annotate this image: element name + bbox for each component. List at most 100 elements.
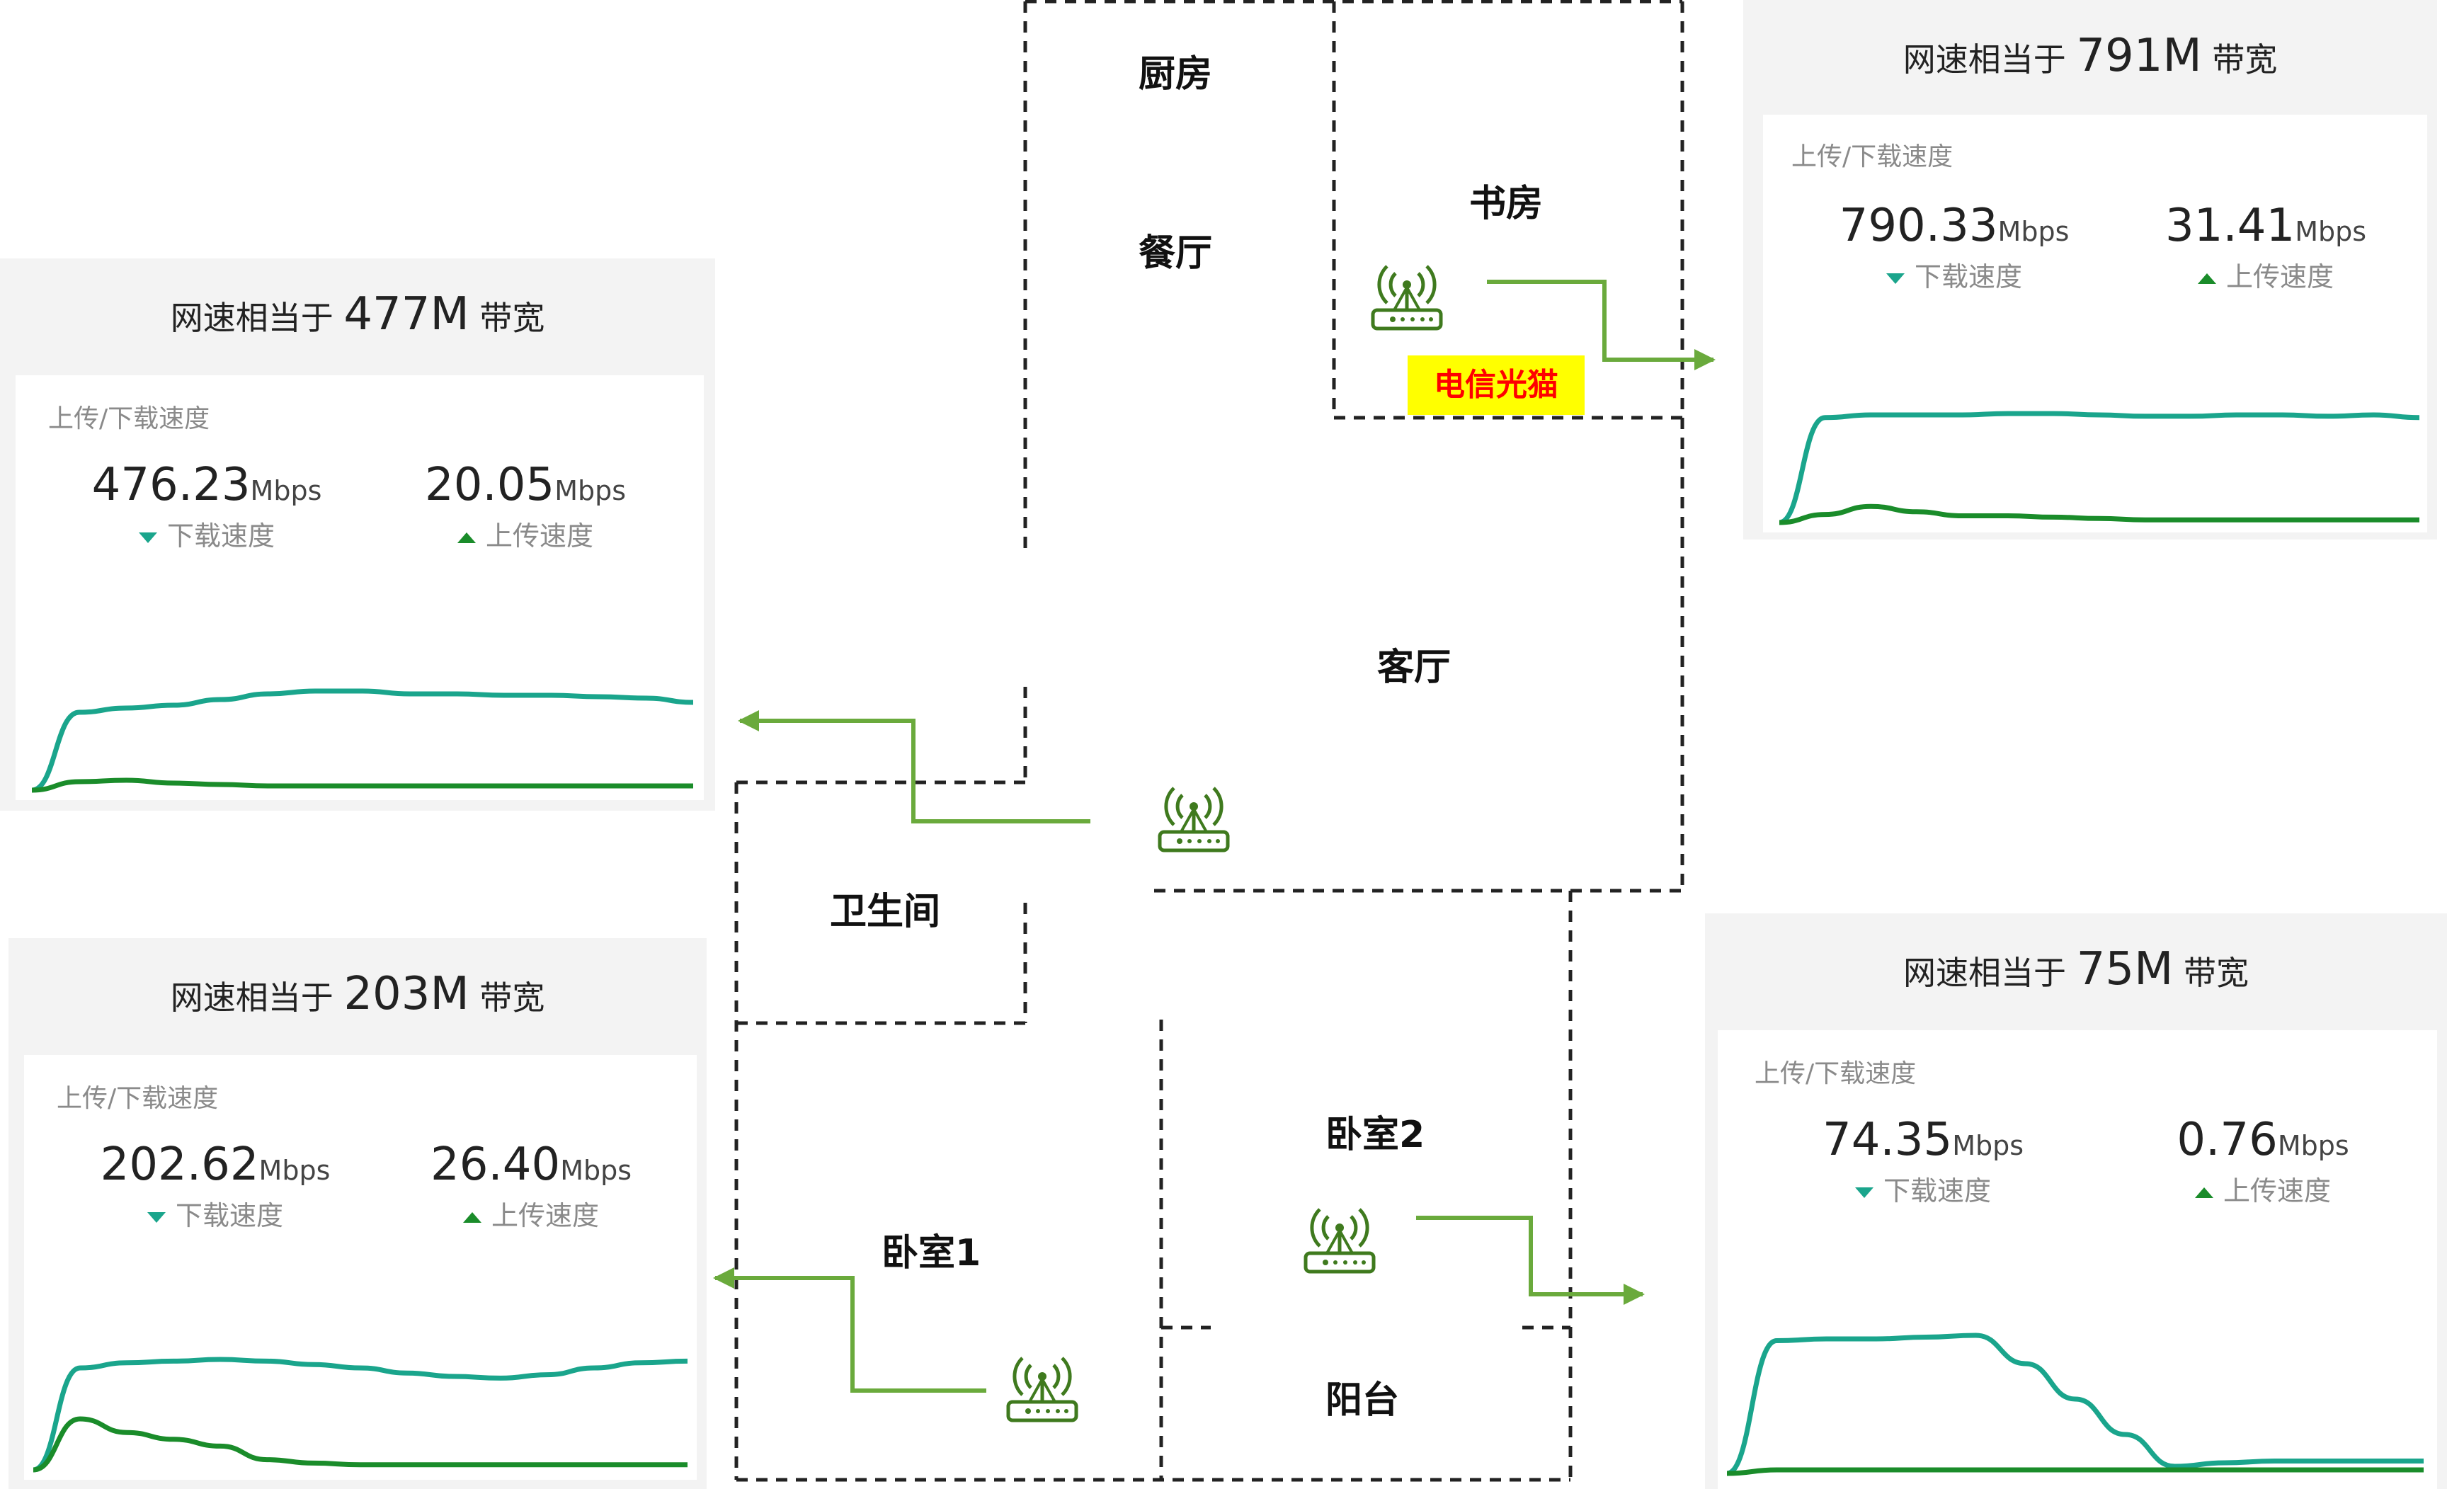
download-stat: 790.33Mbps 下载速度 — [1791, 200, 2117, 294]
card-title-suffix: 带宽 — [479, 299, 545, 337]
upload-stat: 20.05Mbps 上传速度 — [363, 459, 688, 553]
download-speed-line — [33, 1357, 688, 1473]
down-triangle-icon — [1854, 1187, 1873, 1198]
download-caption: 下载速度 — [1883, 1175, 1991, 1206]
download-caption: 下载速度 — [175, 1200, 283, 1231]
wifi-router-icon-living — [1160, 788, 1228, 850]
card-title: 网速相当于 75M 带宽 — [1705, 943, 2447, 995]
room-label-kitchen: 厨房 — [1139, 53, 1213, 96]
upload-speed-line — [1779, 503, 2419, 525]
card-title: 网速相当于 477M 带宽 — [0, 288, 715, 341]
card-title-value: 791M — [2076, 30, 2202, 82]
down-triangle-icon — [1886, 273, 1905, 284]
card-title-value: 203M — [343, 968, 469, 1020]
download-unit: Mbps — [1952, 1130, 2024, 1161]
download-unit: Mbps — [250, 475, 322, 506]
upload-caption: 上传速度 — [485, 520, 593, 552]
download-stat: 74.35Mbps 下载速度 — [1760, 1114, 2086, 1208]
upload-speed-line — [33, 1416, 688, 1473]
upload-value: 26.40 — [430, 1139, 561, 1191]
connection-arrows — [713, 280, 1716, 1393]
arrow-to-bedroom2-card — [1416, 1216, 1645, 1305]
download-value: 790.33 — [1839, 200, 1998, 252]
up-triangle-icon — [2194, 1187, 2213, 1198]
speed-chart — [1726, 1333, 2424, 1476]
upload-unit: Mbps — [560, 1155, 632, 1186]
upload-speed-line — [31, 777, 693, 793]
card-panel: 上传/下载速度 202.62Mbps 下载速度 26.40Mbps 上传速度 — [24, 1055, 697, 1480]
upload-stat: 26.40Mbps 上传速度 — [368, 1139, 694, 1233]
download-unit: Mbps — [258, 1155, 331, 1186]
speed-chart — [1779, 411, 2420, 525]
download-value: 74.35 — [1822, 1114, 1953, 1166]
download-stat: 202.62Mbps 下载速度 — [52, 1139, 378, 1233]
down-triangle-icon — [138, 532, 157, 543]
room-label-bedroom2: 卧室2 — [1325, 1114, 1425, 1156]
card-title-prefix: 网速相当于 — [170, 979, 333, 1017]
up-triangle-icon — [2197, 273, 2216, 284]
upload-value: 31.41 — [2164, 200, 2295, 252]
upload-caption: 上传速度 — [2223, 1175, 2331, 1206]
download-value: 202.62 — [100, 1139, 259, 1191]
room-label-study: 书房 — [1469, 183, 1544, 225]
download-stat: 476.23Mbps 下载速度 — [44, 459, 370, 553]
card-title-prefix: 网速相当于 — [1903, 954, 2067, 992]
upload-value: 20.05 — [424, 459, 555, 511]
speed-sub-label: 上传/下载速度 — [1791, 142, 1953, 171]
card-title: 网速相当于 203M 带宽 — [8, 968, 707, 1020]
upload-stat: 31.41Mbps 上传速度 — [2103, 200, 2429, 294]
upload-stat: 0.76Mbps 上传速度 — [2100, 1114, 2426, 1208]
speed-chart — [31, 688, 694, 793]
arrow-to-study-card — [1487, 280, 1716, 370]
card-title-suffix: 带宽 — [479, 979, 545, 1017]
upload-caption: 上传速度 — [2225, 261, 2334, 292]
speed-sub-label: 上传/下载速度 — [57, 1084, 219, 1113]
arrow-to-living-card — [738, 710, 1090, 823]
card-panel: 上传/下载速度 476.23Mbps 下载速度 20.05Mbps 上传速度 — [16, 375, 704, 800]
card-title: 网速相当于 791M 带宽 — [1743, 30, 2437, 82]
upload-unit: Mbps — [2277, 1130, 2349, 1161]
room-label-balcony: 阳台 — [1325, 1379, 1400, 1422]
room-label-dining: 餐厅 — [1139, 232, 1213, 275]
room-label-bathroom: 卫生间 — [830, 891, 941, 933]
upload-unit: Mbps — [2295, 216, 2367, 247]
speed-card-study: 网速相当于 791M 带宽 上传/下载速度 790.33Mbps 下载速度 31… — [1743, 0, 2437, 540]
card-title-prefix: 网速相当于 — [170, 299, 333, 337]
card-panel: 上传/下载速度 790.33Mbps 下载速度 31.41Mbps 上传速度 — [1763, 115, 2427, 532]
card-title-prefix: 网速相当于 — [1903, 40, 2066, 79]
wifi-router-icon-bedroom2 — [1306, 1209, 1374, 1272]
card-title-value: 477M — [343, 288, 469, 341]
speed-sub-label: 上传/下载速度 — [1755, 1059, 1917, 1088]
up-triangle-icon — [462, 1212, 481, 1223]
speed-card-bedroom1: 网速相当于 203M 带宽 上传/下载速度 202.62Mbps 下载速度 26… — [8, 938, 707, 1489]
upload-value: 0.76 — [2177, 1114, 2278, 1166]
floor-plan-walls — [734, 0, 1684, 1482]
up-triangle-icon — [457, 532, 476, 543]
download-speed-line — [31, 688, 694, 793]
upload-speed-line — [1726, 1467, 2424, 1476]
speed-card-bedroom2: 网速相当于 75M 带宽 上传/下载速度 74.35Mbps 下载速度 0.76… — [1705, 913, 2447, 1489]
card-panel: 上传/下载速度 74.35Mbps 下载速度 0.76Mbps 上传速度 — [1718, 1030, 2437, 1489]
room-label-bedroom1: 卧室1 — [882, 1232, 981, 1274]
modem-label: 电信光猫 — [1408, 355, 1585, 415]
wifi-router-icon-study — [1373, 266, 1441, 329]
upload-unit: Mbps — [554, 475, 627, 506]
download-caption: 下载速度 — [166, 520, 275, 552]
card-title-value: 75M — [2076, 943, 2174, 995]
card-title-suffix: 带宽 — [2183, 954, 2249, 992]
down-triangle-icon — [147, 1212, 166, 1223]
upload-caption: 上传速度 — [491, 1200, 599, 1231]
speed-sub-label: 上传/下载速度 — [48, 404, 210, 433]
wifi-router-icon-bedroom1 — [1008, 1358, 1076, 1420]
download-value: 476.23 — [91, 459, 251, 511]
download-speed-line — [1779, 411, 2420, 525]
arrow-to-bedroom1-card — [713, 1267, 986, 1393]
download-speed-line — [1726, 1333, 2424, 1476]
card-title-suffix: 带宽 — [2212, 40, 2278, 79]
download-unit: Mbps — [1997, 216, 2070, 247]
speed-chart — [33, 1357, 688, 1473]
download-caption: 下载速度 — [1914, 261, 2022, 292]
speed-card-living: 网速相当于 477M 带宽 上传/下载速度 476.23Mbps 下载速度 20… — [0, 258, 715, 811]
room-label-living: 客厅 — [1377, 646, 1451, 689]
